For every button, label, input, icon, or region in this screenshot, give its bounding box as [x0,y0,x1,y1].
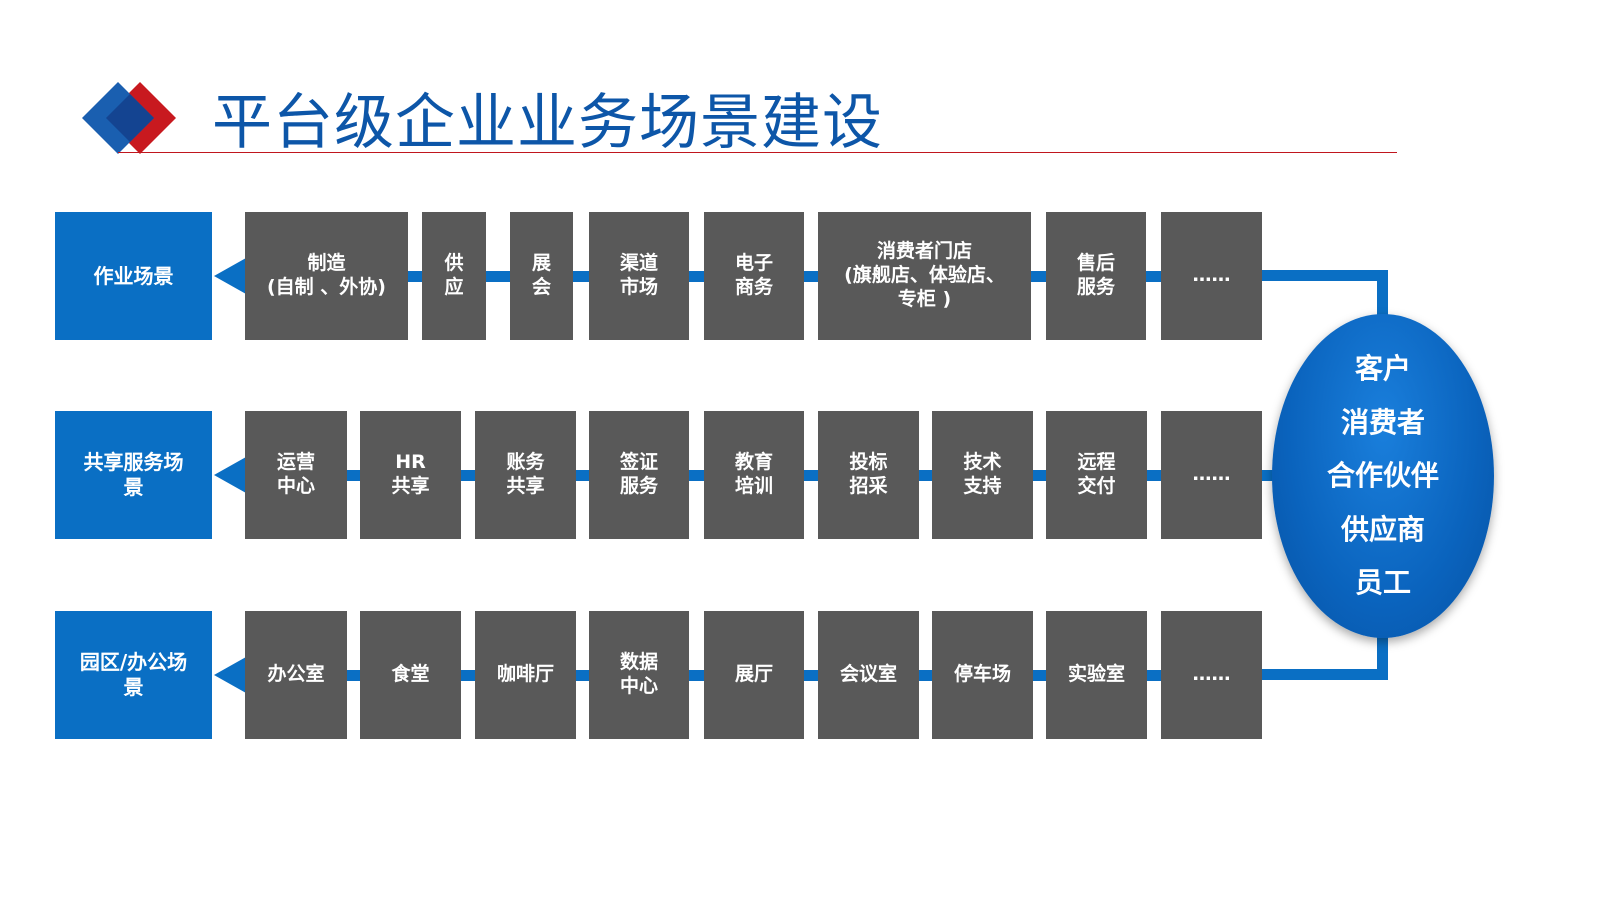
scenario-box: 账务 共享 [475,411,576,539]
connector-row3 [1262,669,1388,680]
scenario-box: 食堂 [360,611,461,739]
scenario-box: 数据 中心 [589,611,689,739]
scenario-box: HR 共享 [360,411,461,539]
stakeholder-partner: 合作伙伴 [1326,459,1439,493]
scenario-box: 远程 交付 [1046,411,1147,539]
stakeholder-employee: 员工 [1354,566,1411,600]
row-label: 园区/办公场 景 [55,611,212,739]
scenario-box: 会议室 [818,611,919,739]
scenario-box: 实验室 [1046,611,1147,739]
scenario-box: 运营 中心 [245,411,347,539]
connector-row1-vertical [1377,270,1388,320]
stakeholder-consumer: 消费者 [1340,405,1425,439]
title-divider [118,152,1397,153]
scenario-box: 渠道 市场 [589,212,689,340]
scenario-box: 停车场 [932,611,1033,739]
scenario-box: 供 应 [422,212,486,340]
stakeholder-ellipse: 客户 消费者 合作伙伴 供应商 员工 [1272,314,1494,638]
stakeholder-customer: 客户 [1354,352,1411,386]
logo-diamonds-icon [82,82,176,154]
scenario-box: 展 会 [510,212,573,340]
scenario-box: 咖啡厅 [475,611,576,739]
scenario-box: 投标 招采 [818,411,919,539]
scenario-box: 展厅 [704,611,804,739]
row-label: 作业场景 [55,212,212,340]
scenario-box: …… [1161,411,1262,539]
scenario-box: 教育 培训 [704,411,804,539]
connector-row3-vertical [1377,632,1388,680]
scenario-box: 消费者门店 (旗舰店、体验店、 专柜 ) [818,212,1031,340]
scenario-box: 售后 服务 [1046,212,1146,340]
scenario-box: …… [1161,611,1262,739]
arrow-left-icon [214,457,246,493]
stakeholder-supplier: 供应商 [1340,512,1425,546]
scenario-box: 技术 支持 [932,411,1033,539]
scenario-box: 办公室 [245,611,347,739]
page-title: 平台级企业业务场景建设 [212,88,883,158]
row-label: 共享服务场 景 [55,411,212,539]
arrow-left-icon [214,258,246,294]
arrow-left-icon [214,657,246,693]
scenario-box: 签证 服务 [589,411,689,539]
scenario-box: …… [1161,212,1262,340]
scenario-box: 制造 (自制 、外协) [245,212,408,340]
scenario-box: 电子 商务 [704,212,804,340]
connector-row1 [1262,270,1388,281]
